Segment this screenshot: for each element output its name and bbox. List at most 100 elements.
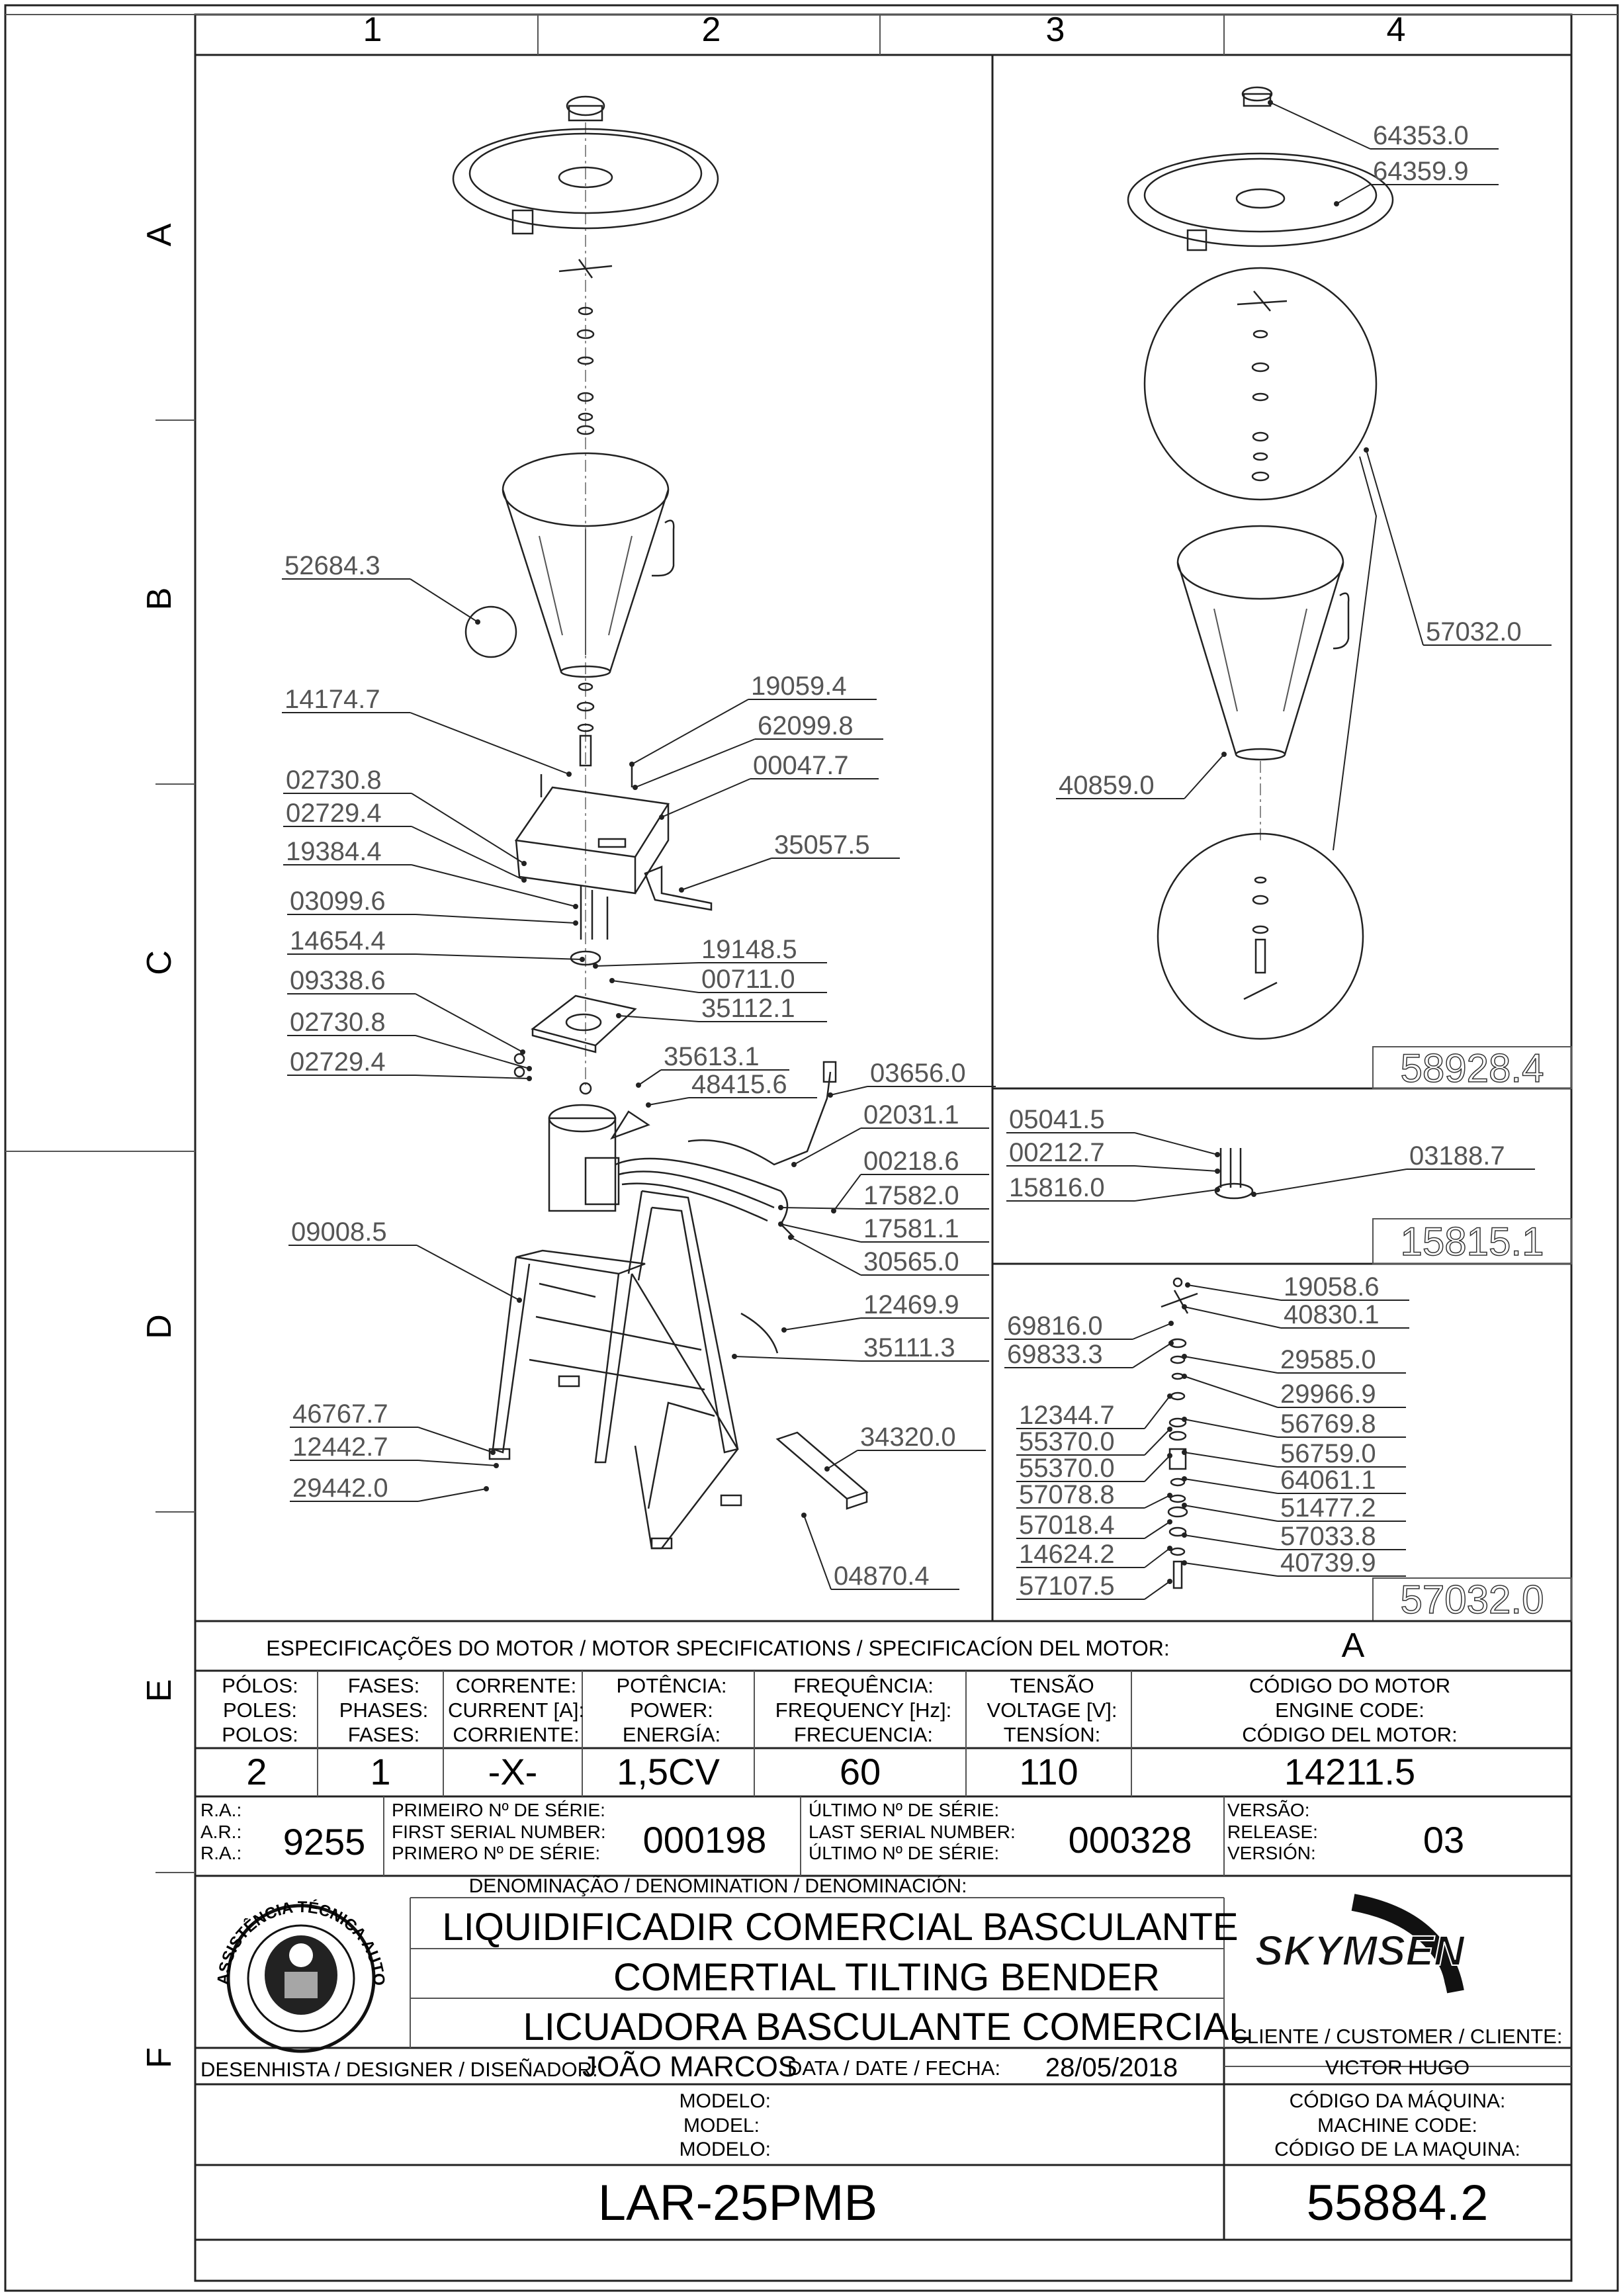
leader-arrow	[521, 877, 527, 883]
part-number: 64061.1	[1280, 1466, 1376, 1495]
last-serial-label: LAST SERIAL NUMBER:	[809, 1822, 1016, 1842]
row-label: F	[140, 2047, 179, 2068]
lid-clip-part	[511, 209, 534, 235]
leader-line	[1144, 1455, 1170, 1482]
leader-line	[411, 826, 525, 881]
part-callout: 29442.0	[290, 1474, 489, 1503]
part-number: 64353.0	[1373, 121, 1469, 150]
leader-arrow	[566, 772, 572, 777]
seal-part	[1171, 1372, 1184, 1380]
leader-line	[793, 1127, 861, 1165]
tilt-bar-part	[775, 1431, 869, 1500]
leader-line	[611, 980, 699, 993]
leader-arrow	[791, 1162, 797, 1167]
leader-line	[416, 1245, 520, 1301]
spec-label: FREQUENCY [Hz]:	[775, 1699, 951, 1722]
leader-arrow	[1168, 1341, 1174, 1346]
part-number: 02730.8	[286, 766, 382, 795]
spec-header: ESPECIFICAÇÕES DO MOTOR / MOTOR SPECIFIC…	[266, 1636, 1170, 1660]
part-number: 03188.7	[1409, 1141, 1505, 1170]
spec-label: FRECUENCIA:	[794, 1723, 933, 1746]
coupling-part	[1214, 1182, 1254, 1200]
leader-arrow	[778, 1221, 783, 1227]
part-callout: 34320.0	[824, 1423, 986, 1472]
spec-label: CORRENTE:	[456, 1674, 577, 1697]
part-number: 05041.5	[1009, 1105, 1105, 1134]
customer-label: CLIENTE / CUSTOMER / CLIENTE:	[1233, 2025, 1563, 2048]
leader-arrow	[1182, 1450, 1187, 1455]
leader-line	[417, 1488, 487, 1502]
leader-arrow	[484, 1486, 489, 1491]
leader-line	[1184, 1478, 1278, 1494]
spec-label: CÓDIGO DEL MOTOR:	[1242, 1723, 1458, 1746]
assembly-code-middle: 15815.1	[1401, 1219, 1544, 1264]
seal-part	[577, 356, 594, 365]
part-number: 09338.6	[290, 966, 386, 995]
blade-part	[558, 259, 613, 279]
detail-leader	[1333, 456, 1378, 851]
cup-handle-part	[1333, 592, 1350, 650]
part-number: 29966.9	[1280, 1380, 1376, 1409]
foot-part	[488, 1448, 511, 1460]
part-callout: 00212.7	[1006, 1138, 1220, 1174]
part-number: 17581.1	[863, 1214, 959, 1243]
label-plate-part	[597, 838, 627, 848]
part-callout: 30565.0	[788, 1235, 989, 1276]
row-label: E	[140, 1679, 179, 1702]
leader-line	[1144, 1429, 1170, 1456]
motor-cover-part	[514, 786, 670, 858]
leader-line	[638, 1069, 662, 1086]
seal-part	[577, 723, 594, 732]
spec-value: 1	[370, 1751, 390, 1792]
leader-line	[415, 914, 576, 924]
leader-arrow	[521, 861, 527, 866]
spec-label: CURRENT [A]:	[448, 1699, 584, 1722]
leader-line	[1132, 1323, 1172, 1340]
date-label: DATA / DATE / FECHA:	[787, 2056, 1000, 2080]
blade-part	[1237, 290, 1288, 312]
spec-label: TENSÃO	[1010, 1674, 1094, 1697]
brand-logo: SKYMSEN	[1254, 1894, 1466, 1994]
leader-line	[618, 1015, 699, 1022]
part-callout: 48415.6	[646, 1070, 817, 1108]
part-callout: 64061.1	[1182, 1466, 1406, 1495]
leader-arrow	[1182, 1354, 1187, 1359]
part-number: 00212.7	[1009, 1138, 1105, 1167]
leader-line	[1144, 1581, 1170, 1600]
lid-part	[1143, 157, 1378, 233]
leader-arrow	[1268, 100, 1273, 105]
leader-line	[415, 993, 523, 1053]
part-number: 00711.0	[701, 965, 795, 994]
spec-column: FREQUÊNCIA:FREQUENCY [Hz]:FRECUENCIA:60	[775, 1674, 951, 1792]
part-number: 12442.7	[292, 1433, 388, 1462]
stand-frame-part	[631, 1273, 739, 1550]
part-callout: 05041.5	[1006, 1105, 1220, 1157]
part-callout: 56769.8	[1182, 1409, 1406, 1438]
spec-value: 2	[246, 1751, 267, 1792]
leader-arrow	[636, 1082, 641, 1088]
leader-line	[1132, 1343, 1172, 1368]
seal-part	[1252, 895, 1269, 905]
part-callout: 35111.3	[732, 1333, 989, 1362]
spec-value: 14211.5	[1284, 1751, 1415, 1792]
part-number: 40859.0	[1059, 771, 1155, 800]
part-callout: 12469.9	[781, 1290, 989, 1333]
lid-part	[558, 166, 613, 189]
row-label: A	[140, 223, 179, 246]
seal-part	[1170, 1355, 1186, 1364]
leader-line	[803, 1515, 832, 1590]
designer-label: DESENHISTA / DESIGNER / DISEÑADOR:	[200, 2058, 598, 2081]
bushing-part	[1168, 1448, 1187, 1470]
title-block	[195, 1620, 1571, 2241]
seal-part	[1252, 392, 1269, 402]
spec-label: FREQUÊNCIA:	[793, 1674, 934, 1697]
plug-part	[822, 1061, 837, 1083]
leader-arrow	[1167, 1579, 1172, 1584]
leader-arrow	[824, 1466, 830, 1472]
blade-part	[1161, 1290, 1198, 1314]
part-number: 64359.9	[1373, 157, 1469, 186]
part-number: 35112.1	[701, 994, 795, 1023]
